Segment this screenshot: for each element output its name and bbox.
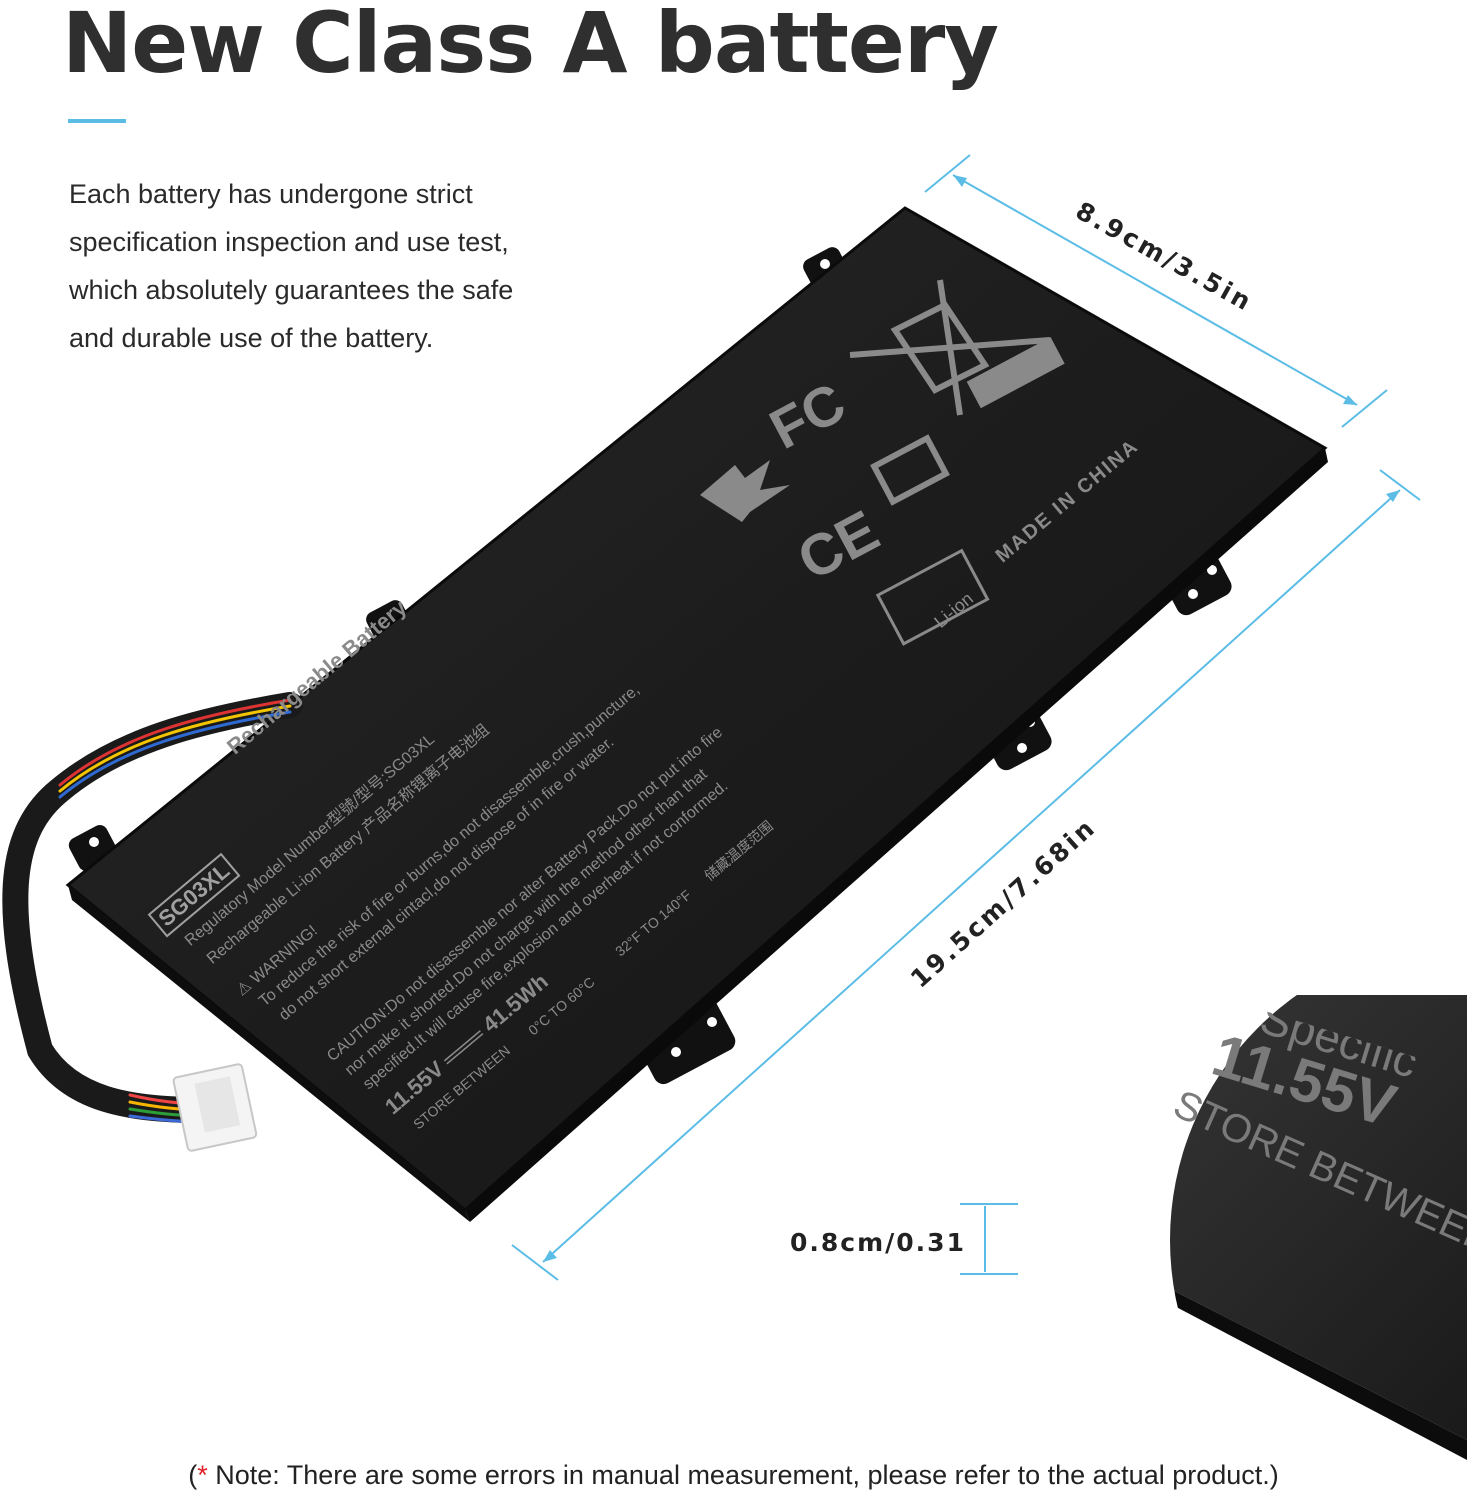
dimension-lines bbox=[511, 154, 1421, 1281]
battery-edge bbox=[465, 448, 1328, 1222]
footnote-text: Note: There are some errors in manual me… bbox=[207, 1460, 1279, 1490]
recycle-icon bbox=[870, 434, 950, 506]
thickness-dimension-label: 0.8cm/0.31 bbox=[790, 1228, 966, 1257]
crossed-out-bin-icon bbox=[849, 279, 1065, 416]
intro-line: Each battery has undergone strict bbox=[69, 179, 473, 209]
footnote-star: * bbox=[197, 1460, 208, 1490]
footnote: (* Note: There are some errors in manual… bbox=[0, 1460, 1467, 1491]
intro-line: specification inspection and use test, bbox=[69, 227, 509, 257]
mounting-tab bbox=[634, 995, 736, 1085]
intro-line: which absolutely guarantees the safe bbox=[69, 275, 514, 305]
width-arrow-line bbox=[952, 174, 1358, 406]
intro-paragraph: Each battery has undergone strict specif… bbox=[69, 170, 589, 362]
intro-line: and durable use of the battery. bbox=[69, 323, 434, 353]
battery-edge bbox=[68, 885, 470, 1222]
page-title: New Class A battery bbox=[62, 0, 999, 92]
li-ion-recycle-icon bbox=[875, 548, 990, 646]
footnote-open: ( bbox=[188, 1460, 198, 1490]
length-arrow-line bbox=[542, 489, 1401, 1263]
title-underline bbox=[68, 119, 126, 123]
cable-connector bbox=[172, 1063, 258, 1152]
fire-hazard-icon bbox=[700, 460, 790, 522]
